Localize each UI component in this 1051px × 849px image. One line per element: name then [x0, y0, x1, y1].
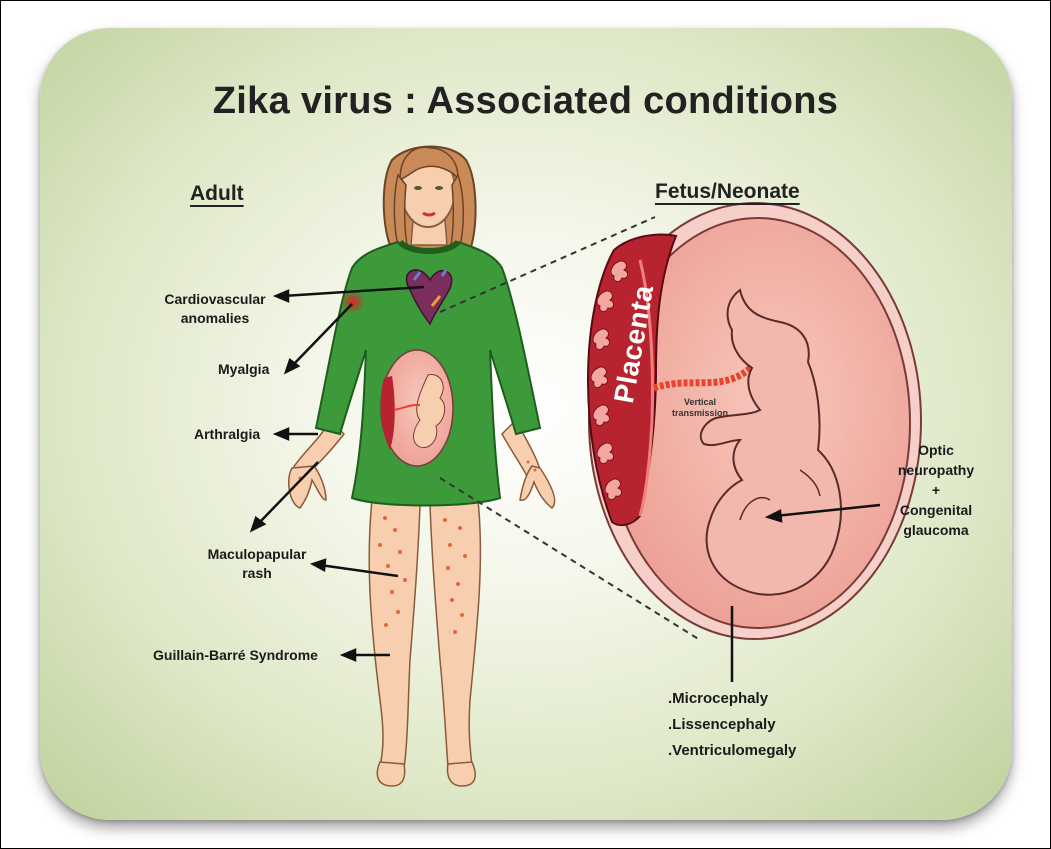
label-optic-neuropathy-glaucoma: Optic neuropathy + Congenital glaucoma — [880, 440, 992, 540]
label-optic-line2: neuropathy — [880, 460, 992, 480]
label-optic-line3: Congenital — [880, 500, 992, 520]
label-vertical-line1: Vertical — [672, 397, 728, 408]
fetus-sac — [588, 203, 921, 639]
label-maculopapular-rash: Maculopapular rash — [192, 545, 322, 583]
label-myalgia: Myalgia — [218, 360, 269, 379]
label-optic-line1: Optic — [880, 440, 992, 460]
label-lissencephaly: .Lissencephaly — [668, 712, 796, 738]
label-vertical-transmission: Vertical transmission — [672, 397, 728, 419]
label-cardiovascular-line1: Cardiovascular — [150, 290, 280, 309]
label-vertical-line2: transmission — [672, 408, 728, 419]
woman-figure — [289, 147, 555, 787]
label-optic-line4: glaucoma — [880, 520, 992, 540]
label-rash-line2: rash — [192, 564, 322, 583]
label-rash-line1: Maculopapular — [192, 545, 322, 564]
label-cardiovascular-line2: anomalies — [150, 309, 280, 328]
label-arthralgia: Arthralgia — [194, 425, 260, 444]
adult-heading: Adult — [190, 182, 244, 206]
label-optic-plus: + — [880, 480, 992, 500]
label-microcephaly: .Microcephaly — [668, 686, 796, 712]
label-ventriculomegaly: .Ventriculomegaly — [668, 738, 796, 764]
label-brain-conditions: .Microcephaly .Lissencephaly .Ventriculo… — [668, 686, 796, 764]
label-guillain-barre: Guillain-Barré Syndrome — [153, 646, 318, 665]
page-title: Zika virus : Associated conditions — [0, 80, 1051, 123]
fetus-neonate-heading: Fetus/Neonate — [655, 180, 800, 204]
label-cardiovascular-anomalies: Cardiovascular anomalies — [150, 290, 280, 328]
